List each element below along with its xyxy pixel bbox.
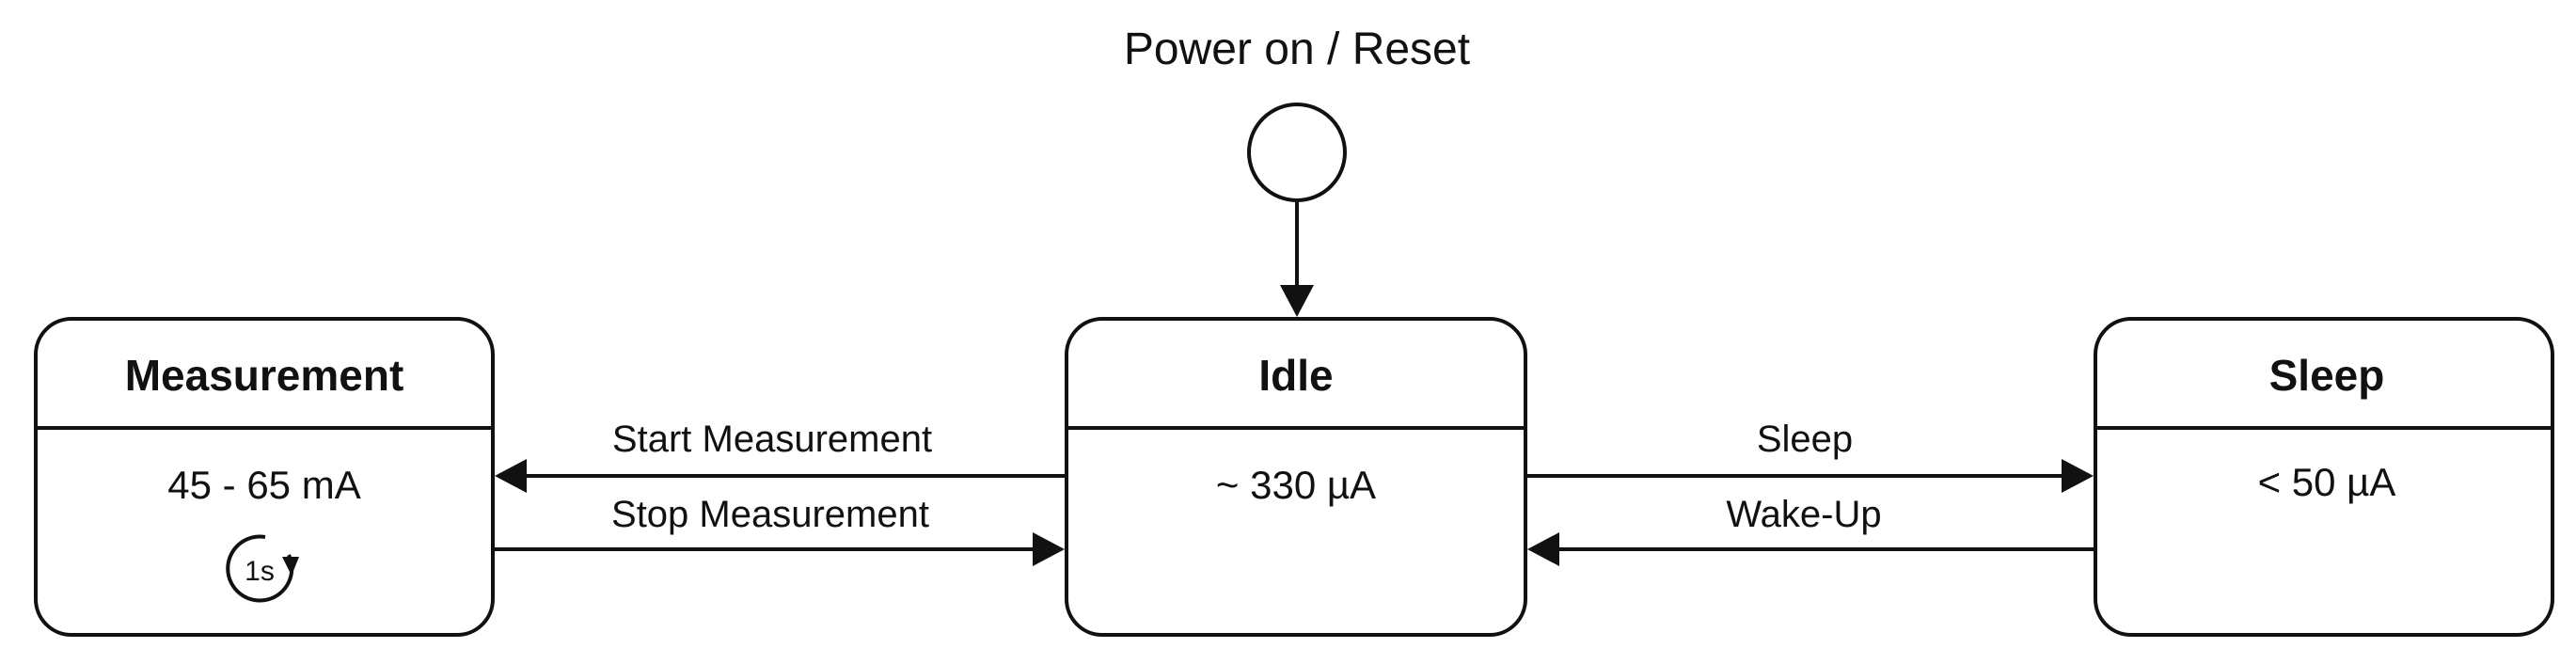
start-measurement-label: Start Measurement: [612, 419, 932, 460]
state-measurement-title: Measurement: [125, 351, 404, 400]
state-idle: Idle ~ 330 µA: [1065, 317, 1527, 637]
initial-state-circle: [1247, 103, 1347, 202]
state-sleep-box: [2094, 317, 2554, 637]
transition-start-measurement: Start Measurement: [495, 419, 1067, 493]
power-on-reset-label: Power on / Reset: [1124, 24, 1470, 74]
state-sleep: Sleep < 50 µA: [2094, 317, 2554, 637]
state-sleep-current: < 50 µA: [2258, 460, 2396, 504]
cycle-1s-icon: 1s: [226, 534, 299, 603]
state-sleep-title: Sleep: [2269, 351, 2385, 400]
wake-up-label: Wake-Up: [1726, 494, 1881, 535]
state-measurement-current: 45 - 65 mA: [167, 463, 360, 507]
stop-measurement-label: Stop Measurement: [611, 494, 929, 535]
state-measurement-box: [34, 317, 495, 637]
transition-stop-measurement: Stop Measurement: [493, 494, 1065, 566]
state-measurement: Measurement 45 - 65 mA 1s: [34, 317, 495, 637]
start-measurement-arrowhead: [495, 459, 527, 493]
sleep-transition-label: Sleep: [1757, 419, 1853, 460]
transition-wake-up: Wake-Up: [1527, 494, 2095, 566]
sleep-arrowhead: [2062, 459, 2094, 493]
initial-transition-arrowhead: [1280, 285, 1314, 317]
state-idle-current: ~ 330 µA: [1216, 463, 1376, 507]
transition-sleep: Sleep: [1525, 419, 2094, 493]
wake-up-arrowhead: [1527, 532, 1559, 566]
stop-measurement-arrowhead: [1033, 532, 1065, 566]
cycle-1s-label: 1s: [245, 556, 275, 587]
state-idle-title: Idle: [1258, 351, 1333, 400]
